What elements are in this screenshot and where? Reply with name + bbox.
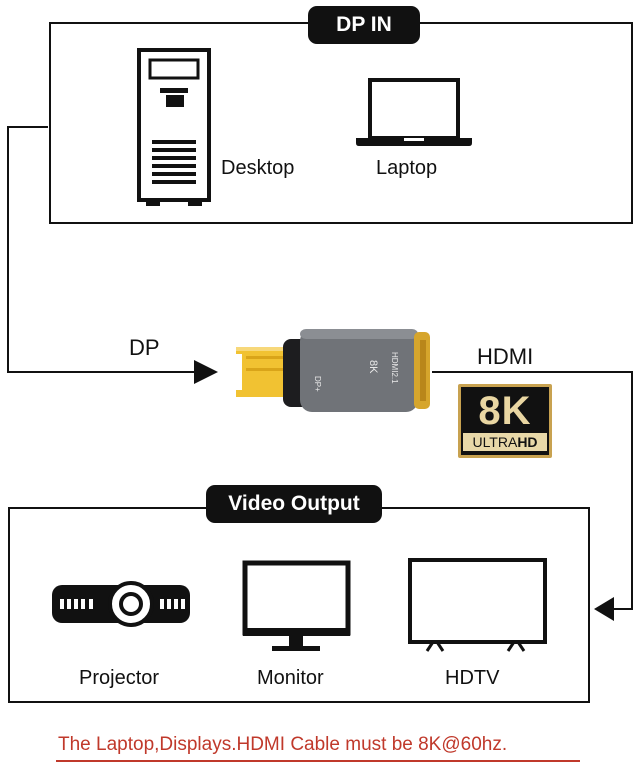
dp-in-title: DP IN <box>308 6 420 44</box>
svg-text:HDMI2.1: HDMI2.1 <box>390 352 399 384</box>
8k-ultrahd-badge: 8K ULTRAHD <box>458 384 552 458</box>
projector-label: Projector <box>79 667 160 689</box>
laptop-label: Laptop <box>376 157 438 179</box>
badge-8k-text: 8K <box>478 389 532 433</box>
footer-note-text: The Laptop,Displays.HDMI Cable must be 8… <box>58 734 508 755</box>
footer-note: The Laptop,Displays.HDMI Cable must be 8… <box>56 734 588 762</box>
monitor-label: Monitor <box>257 667 324 689</box>
badge-ultrahd-text: ULTRAHD <box>463 433 547 451</box>
footer-underline <box>56 760 580 762</box>
video-output-title: Video Output <box>206 485 382 523</box>
desktop-label: Desktop <box>221 157 295 179</box>
dp-label: DP <box>129 335 160 360</box>
svg-text:DP+: DP+ <box>313 376 322 392</box>
svg-text:8K: 8K <box>367 360 379 374</box>
hdtv-label: HDTV <box>445 667 500 689</box>
hdmi-label: HDMI <box>477 344 534 369</box>
